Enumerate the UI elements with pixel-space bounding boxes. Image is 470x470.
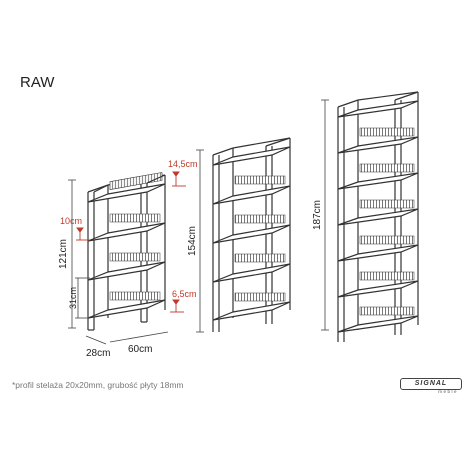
dim-line-depth	[85, 335, 107, 345]
label-width: 60cm	[128, 344, 152, 355]
label-height-121: 121cm	[58, 239, 69, 269]
label-gap-top: 14,5cm	[168, 159, 198, 169]
label-height-154: 154cm	[187, 226, 198, 256]
label-gap-bottom: 6,5cm	[172, 289, 197, 299]
shelf-unit-187	[337, 91, 419, 342]
product-title: RAW	[20, 74, 55, 91]
footnote: *profil stelaża 20x20mm, grubość płyty 1…	[12, 380, 184, 390]
label-depth: 28cm	[86, 348, 110, 359]
dim-line-width	[109, 331, 169, 343]
label-gap-31: 31cm	[68, 287, 78, 309]
label-gap-mid: 10cm	[60, 216, 82, 226]
logo-tagline: meble	[438, 389, 458, 394]
logo-text: SIGNAL	[400, 378, 462, 390]
signal-logo: SIGNAL meble	[400, 378, 462, 394]
shelf-unit-121	[87, 172, 166, 331]
shelf-unit-154	[212, 137, 291, 332]
label-height-187: 187cm	[312, 200, 323, 230]
